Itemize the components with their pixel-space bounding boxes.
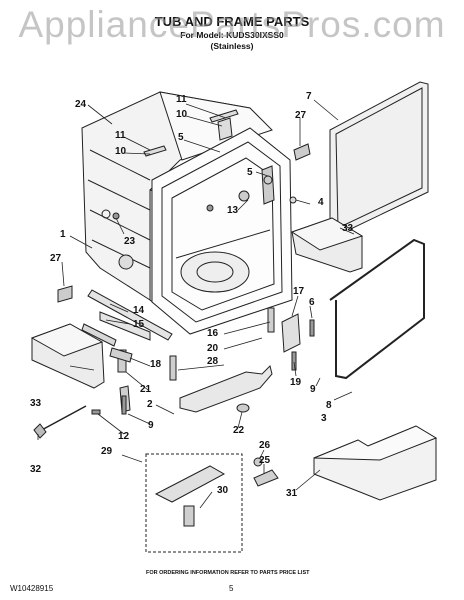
screw-9 [121, 395, 127, 415]
callout-5-mid: 5 [247, 167, 253, 178]
screw-6 [309, 319, 315, 337]
hose-bracket [81, 323, 117, 347]
insulation-cover [313, 425, 438, 501]
callout-12: 12 [118, 431, 130, 442]
callout-19: 19 [290, 377, 302, 388]
callout-11-top: 11 [176, 94, 187, 105]
plug-4 [289, 196, 297, 204]
screw-13 [206, 204, 214, 212]
callout-20: 20 [207, 343, 219, 354]
callout-23: 23 [124, 236, 136, 247]
valve-nozzle [183, 505, 195, 527]
callout-6: 6 [309, 297, 315, 308]
left-rail [87, 289, 173, 341]
callout-31: 31 [286, 488, 298, 499]
callout-13: 13 [227, 205, 239, 216]
callout-5-top: 5 [178, 132, 184, 143]
part-26 [253, 457, 263, 467]
valve-assembly [154, 465, 226, 503]
screw-12 [91, 409, 101, 415]
callout-9-right: 9 [310, 384, 316, 395]
callout-33-left: 33 [30, 398, 42, 409]
callout-4: 4 [318, 197, 324, 208]
bracket-27-left [57, 285, 73, 303]
doc-number: W10428915 [10, 584, 54, 593]
leveling-leg-right [267, 307, 275, 333]
bracket-27-top [293, 143, 311, 161]
callout-15: 15 [133, 319, 145, 330]
side-seal [329, 238, 425, 380]
rail-bracket [99, 311, 151, 341]
ordering-info: FOR ORDERING INFORMATION REFER TO PARTS … [146, 570, 310, 576]
toe-panel-right [290, 217, 364, 273]
inset-box-29 [145, 453, 243, 553]
callout-2: 2 [147, 399, 153, 410]
model-line: For Model: KUDS30IXSS0 [180, 30, 284, 40]
callout-3: 3 [321, 413, 327, 424]
anti-tip-plate [179, 365, 273, 413]
part-18 [109, 347, 133, 363]
screw-23 [112, 212, 120, 220]
callout-33-right: 33 [342, 223, 354, 234]
tub-body [81, 91, 293, 335]
callout-10-top: 10 [176, 109, 188, 120]
callout-22: 22 [233, 425, 245, 436]
callout-7: 7 [306, 91, 312, 102]
callout-9: 9 [148, 420, 154, 431]
tie-strap [37, 405, 87, 433]
callout-28: 28 [207, 356, 219, 367]
callout-14: 14 [133, 305, 145, 316]
top-brackets [143, 109, 275, 205]
callout-29: 29 [101, 446, 113, 457]
callout-26: 26 [259, 440, 271, 451]
toe-panel-left [30, 323, 105, 389]
clip-22 [236, 403, 250, 413]
callout-25: 25 [259, 455, 271, 466]
callout-27-left: 27 [50, 253, 62, 264]
callout-32: 32 [30, 464, 42, 475]
variant-label: (Stainless) [210, 41, 254, 51]
callout-11-left: 11 [115, 130, 126, 141]
callout-16: 16 [207, 328, 219, 339]
screw-19 [291, 351, 297, 371]
callout-18: 18 [150, 359, 162, 370]
leader-lines [37, 99, 355, 509]
page-number: 5 [229, 584, 234, 593]
callout-27-top: 27 [295, 110, 307, 121]
callout-30: 30 [217, 485, 229, 496]
mounting-bracket [281, 313, 301, 353]
strap-clip [33, 423, 47, 439]
leveling-leg-20 [169, 355, 177, 381]
callout-17: 17 [293, 286, 305, 297]
part-25 [253, 469, 279, 487]
callout-8: 8 [326, 400, 332, 411]
callout-21: 21 [140, 384, 152, 395]
callout-10-left: 10 [115, 146, 127, 157]
callout-24: 24 [75, 99, 87, 110]
callout-1: 1 [60, 229, 66, 240]
door-gasket [329, 81, 429, 237]
page-title: TUB AND FRAME PARTS [154, 14, 310, 29]
